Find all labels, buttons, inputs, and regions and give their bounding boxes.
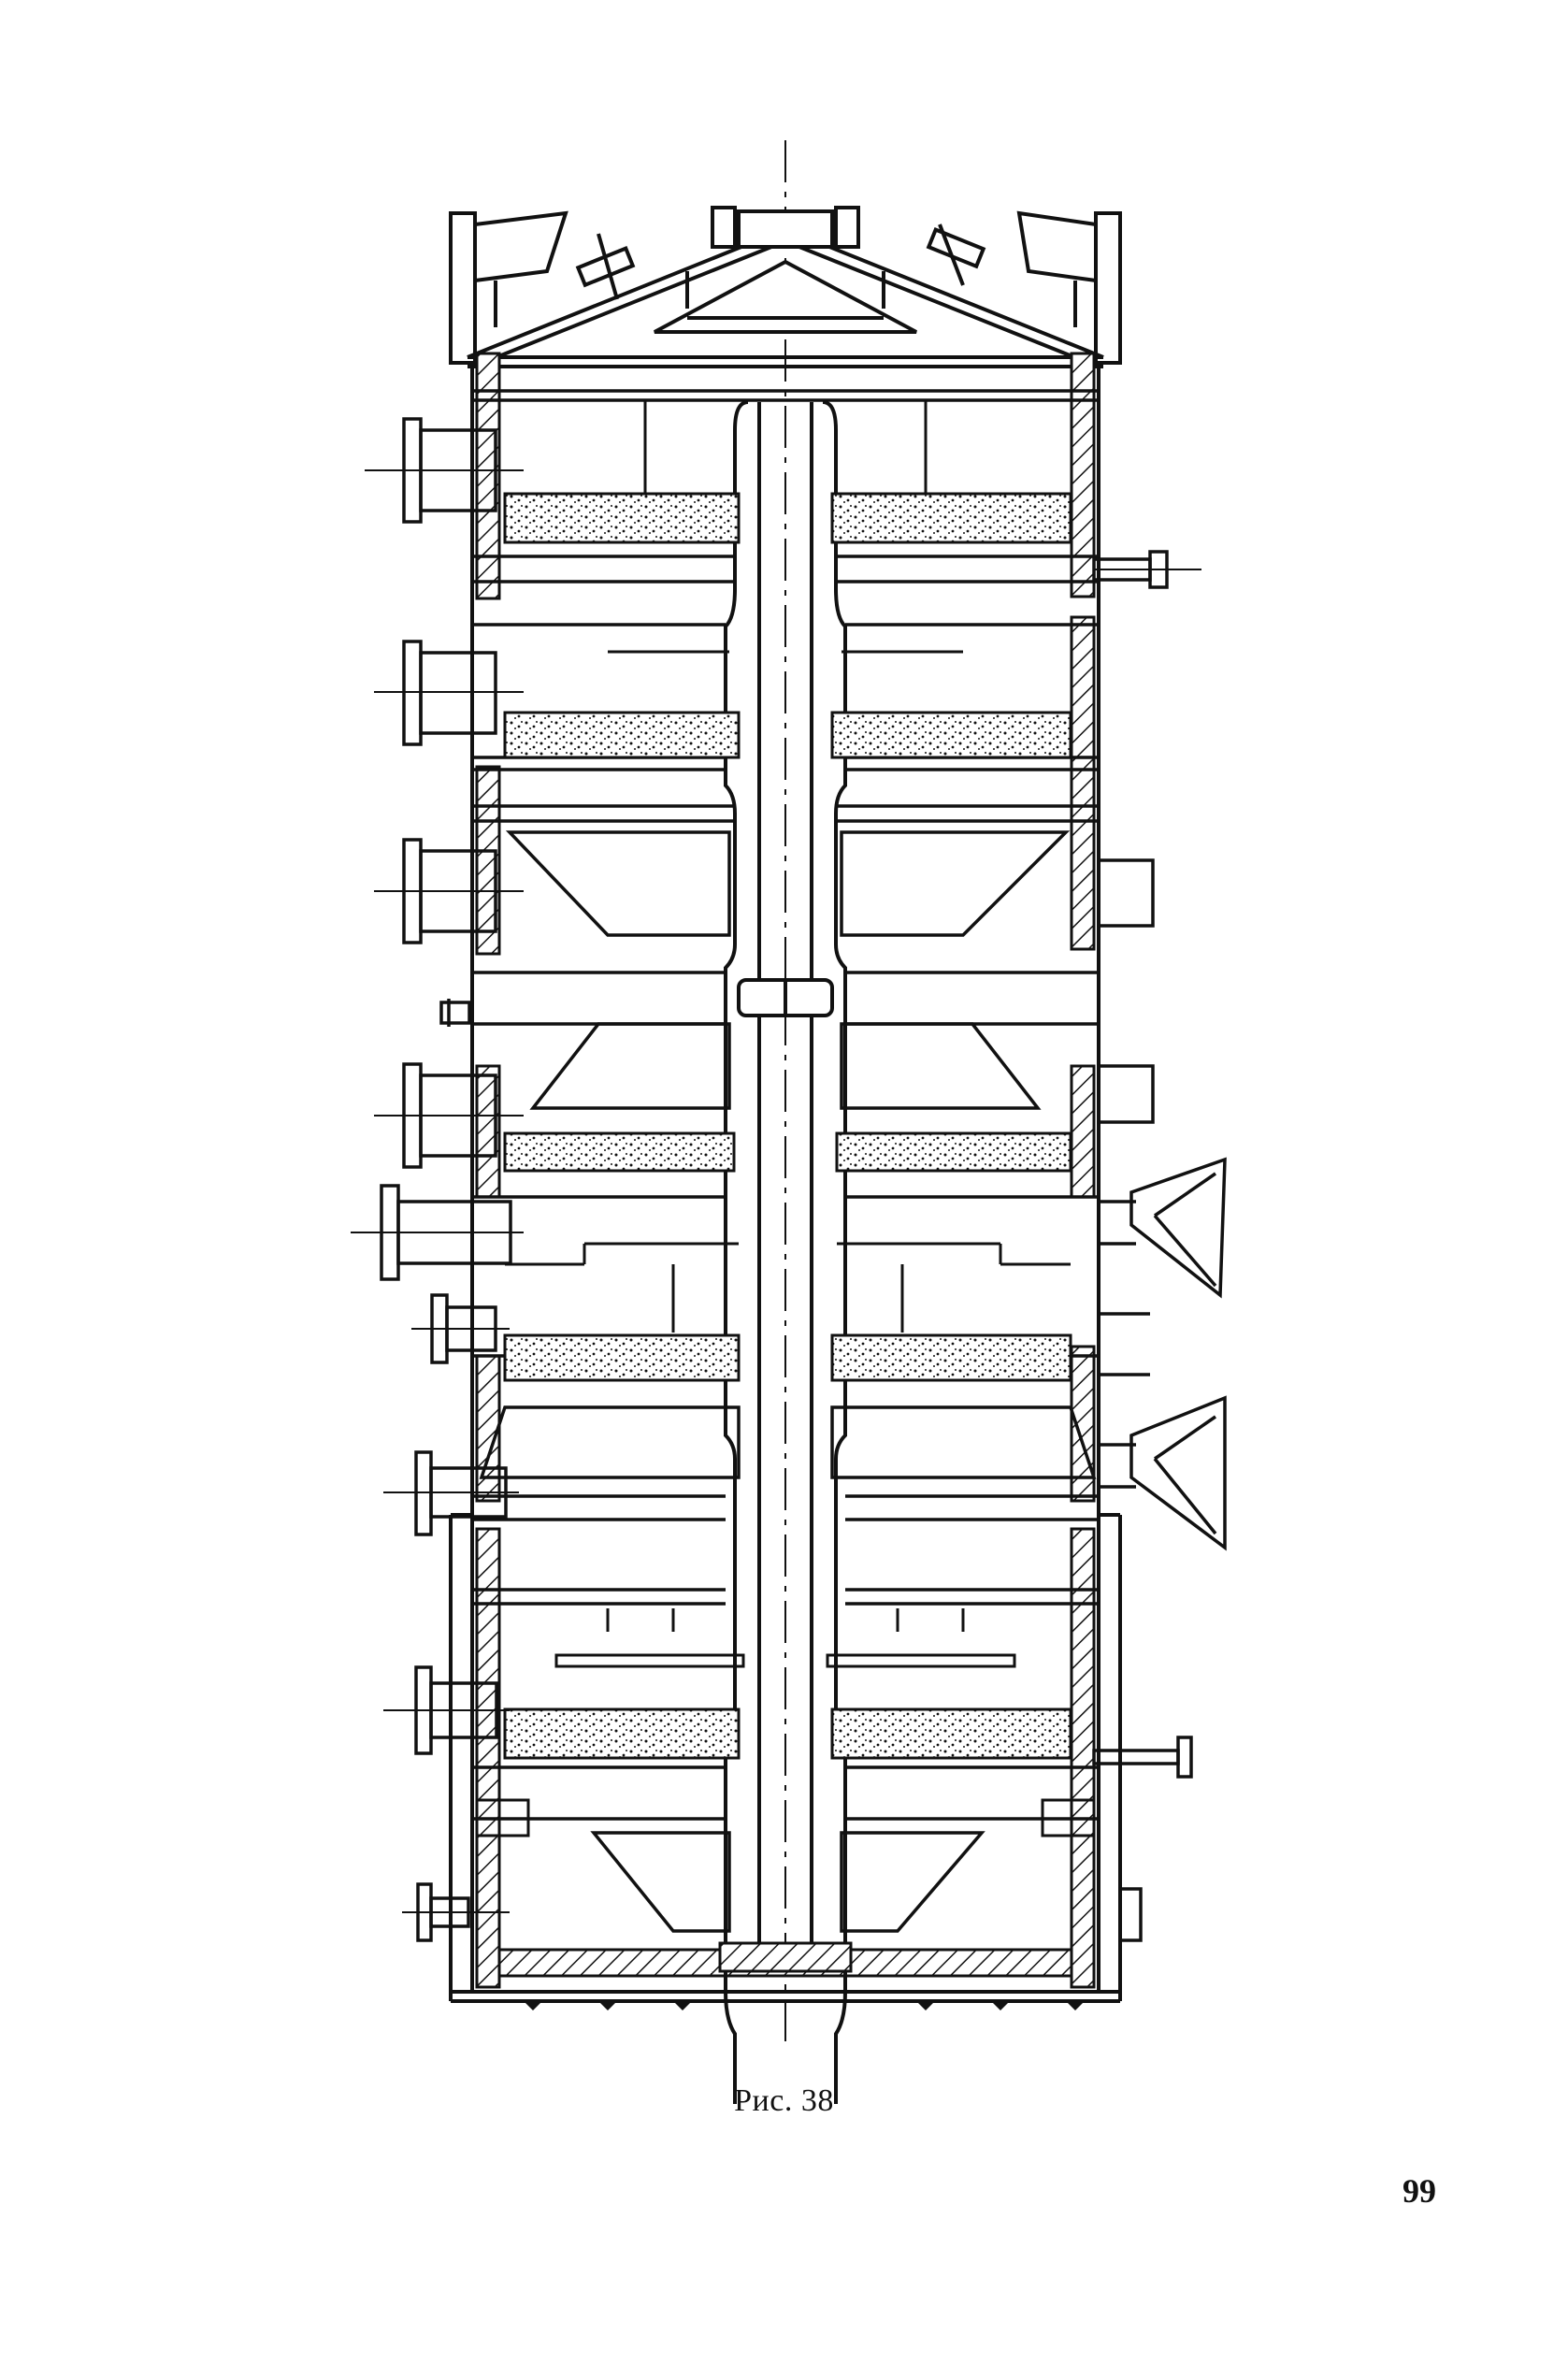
granular-beds (503, 492, 1072, 1760)
figure-caption: Рис. 38 (734, 2083, 834, 2118)
internal-partitions (475, 400, 1096, 1837)
page-number: 99 (1403, 2172, 1436, 2210)
right-fittings (1092, 550, 1227, 1942)
chute-lower (1099, 1395, 1227, 1551)
funnels (479, 830, 1097, 1933)
chute-upper (1099, 1157, 1227, 1299)
tray-plates (472, 389, 1099, 1821)
top-bracket-left (449, 210, 568, 365)
roof-fitting-left (575, 233, 636, 300)
left-nozzles (351, 417, 524, 1942)
support-feet (524, 2001, 1085, 2010)
top-bracket-right (1016, 210, 1122, 365)
roof-fitting-right (926, 223, 986, 286)
roof (467, 206, 1104, 368)
